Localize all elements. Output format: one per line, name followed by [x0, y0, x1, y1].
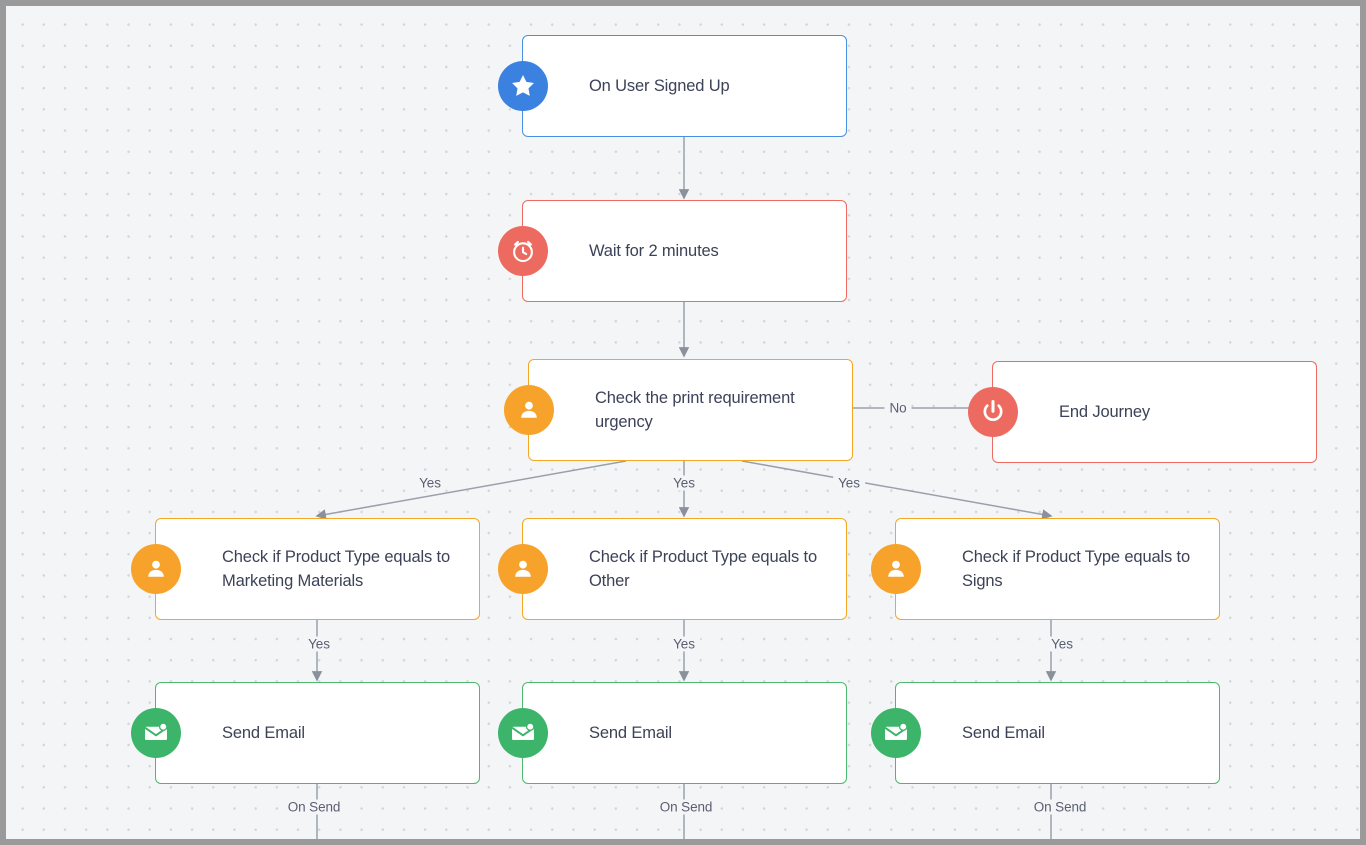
node-label: Send Email — [962, 723, 1045, 742]
node-check-product-type-other[interactable]: Check if Product Type equals to Other — [498, 518, 847, 620]
envelope-icon — [498, 708, 548, 758]
envelope-icon — [871, 708, 921, 758]
node-label: Check the print requirement urgency — [595, 388, 795, 432]
edge-label-yes-left: Yes — [414, 475, 446, 491]
node-on-user-signed-up[interactable]: On User Signed Up — [498, 35, 847, 137]
alarm-clock-icon — [498, 226, 548, 276]
edge-label-yes-center: Yes — [668, 475, 700, 491]
edge-label-yes-signs: Yes — [1046, 636, 1078, 652]
user-icon — [871, 544, 921, 594]
edge-label-no: No — [884, 400, 912, 416]
node-send-email-right[interactable]: Send Email — [871, 682, 1220, 784]
journey-canvas[interactable]: No Yes Yes Yes Yes Yes Yes On Send On Se… — [6, 6, 1360, 839]
node-label: Check if Product Type equals to Other — [589, 547, 818, 591]
edge-label-yes-other: Yes — [668, 636, 700, 652]
node-label: Check if Product Type equals to Signs — [962, 547, 1191, 591]
user-icon — [498, 544, 548, 594]
node-label: Send Email — [222, 723, 305, 742]
node-check-product-type-marketing-materials[interactable]: Check if Product Type equals to Marketin… — [131, 518, 480, 620]
user-icon — [131, 544, 181, 594]
edge-label-on-send-left: On Send — [282, 799, 346, 815]
edge-label-yes-right: Yes — [833, 475, 865, 491]
node-label: Wait for 2 minutes — [589, 241, 719, 260]
edge-label-yes-marketing: Yes — [303, 636, 335, 652]
node-end-journey[interactable]: End Journey — [968, 361, 1317, 463]
node-label: End Journey — [1059, 402, 1150, 421]
edge-label-on-send-center: On Send — [654, 799, 718, 815]
edge-label-on-send-right: On Send — [1028, 799, 1092, 815]
node-send-email-left[interactable]: Send Email — [131, 682, 480, 784]
node-label: Check if Product Type equals to Marketin… — [222, 547, 451, 591]
node-send-email-center[interactable]: Send Email — [498, 682, 847, 784]
star-icon — [498, 61, 548, 111]
node-label: On User Signed Up — [589, 76, 730, 95]
node-wait-for-2-minutes[interactable]: Wait for 2 minutes — [498, 200, 847, 302]
user-icon — [504, 385, 554, 435]
envelope-icon — [131, 708, 181, 758]
node-check-print-requirement-urgency[interactable]: Check the print requirement urgency — [504, 359, 853, 461]
power-icon — [968, 387, 1018, 437]
node-check-product-type-signs[interactable]: Check if Product Type equals to Signs — [871, 518, 1220, 620]
node-label: Send Email — [589, 723, 672, 742]
